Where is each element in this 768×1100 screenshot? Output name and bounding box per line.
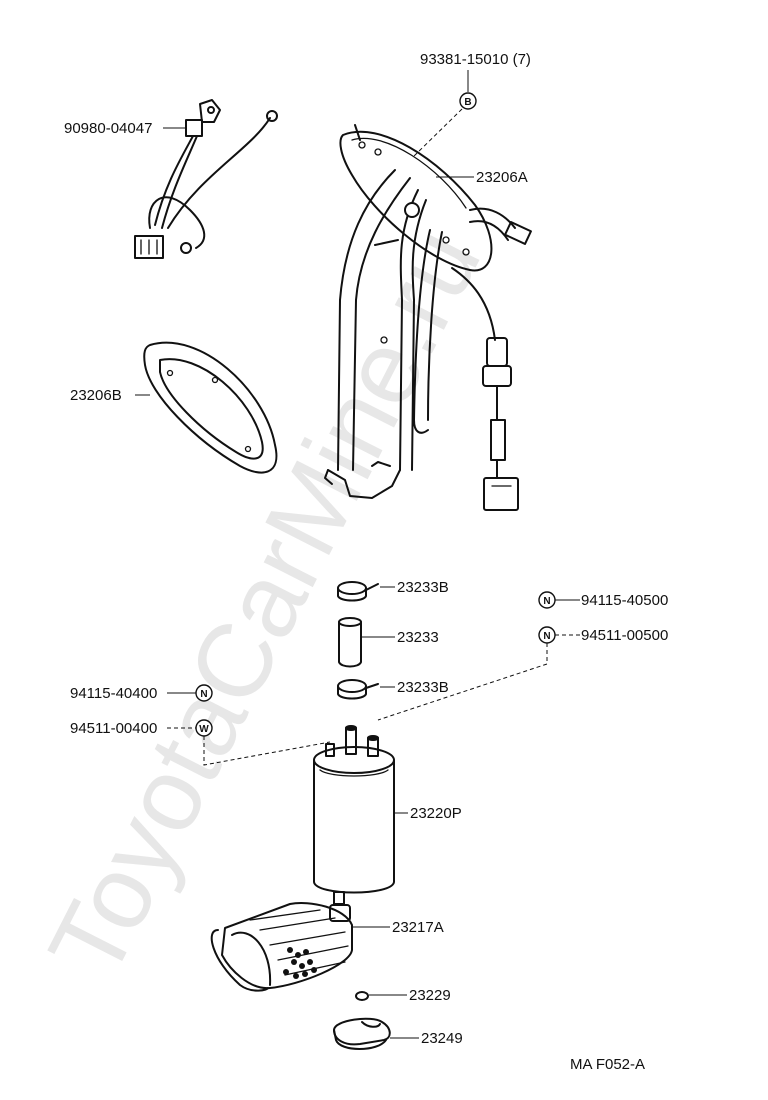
symbol-b-text: B [464,97,471,108]
part-label-93381-15010: 93381-15010 (7) [420,51,531,68]
symbol-b-badge [459,92,477,110]
part-label-23206a: 23206A [476,169,528,186]
part-label-23233: 23233 [397,629,439,646]
part-label-23206b: 23206B [70,387,122,404]
part-label-23217a: 23217A [392,919,444,936]
clip-drawing: 23249 [333,1017,463,1050]
part-label-23233b-lower: 23233B [397,679,449,696]
part-label-90980-04047: 90980-04047 [64,120,152,137]
symbol-n-text-1: N [543,596,550,607]
symbol-n-badge-3 [195,684,213,702]
lower-clamp-drawing: 23233B [337,679,449,700]
part-label-94115-40400: 94115-40400 [70,685,157,702]
symbol-n-text-2: N [543,631,550,642]
wire-harness-drawing: 90980-04047 [64,99,278,259]
bolt-callout: 93381-15010 (7) B [411,51,531,159]
diagram-code: MA F052-A [570,1056,645,1073]
part-label-94511-00500: 94511-00500 [581,627,668,644]
hose-drawing: 23233 [338,617,439,668]
upper-clamp-drawing: 23233B [337,579,449,602]
part-label-94115-40500: 94115-40500 [581,592,668,609]
part-label-23220p: 23220P [410,805,462,822]
fuel-pump-drawing: 23220P [313,725,462,905]
part-label-94511-00400: 94511-00400 [70,720,157,737]
cushion-drawing: 23229 [355,987,451,1004]
gasket-drawing: 23206B [70,341,278,474]
part-label-23233b-upper: 23233B [397,579,449,596]
symbol-w-text: W [199,724,209,735]
sender-bracket-drawing: 23206A [324,124,532,511]
part-label-23229: 23229 [409,987,451,1004]
filter-drawing: 23217A [210,902,444,992]
symbol-n-text-3: N [200,689,207,700]
right-fastener-callouts: N 94115-40500 N 94511-00500 [377,591,668,721]
part-label-23249: 23249 [421,1030,463,1047]
left-fastener-callouts: 94115-40400 N 94511-00400 W [70,684,331,766]
